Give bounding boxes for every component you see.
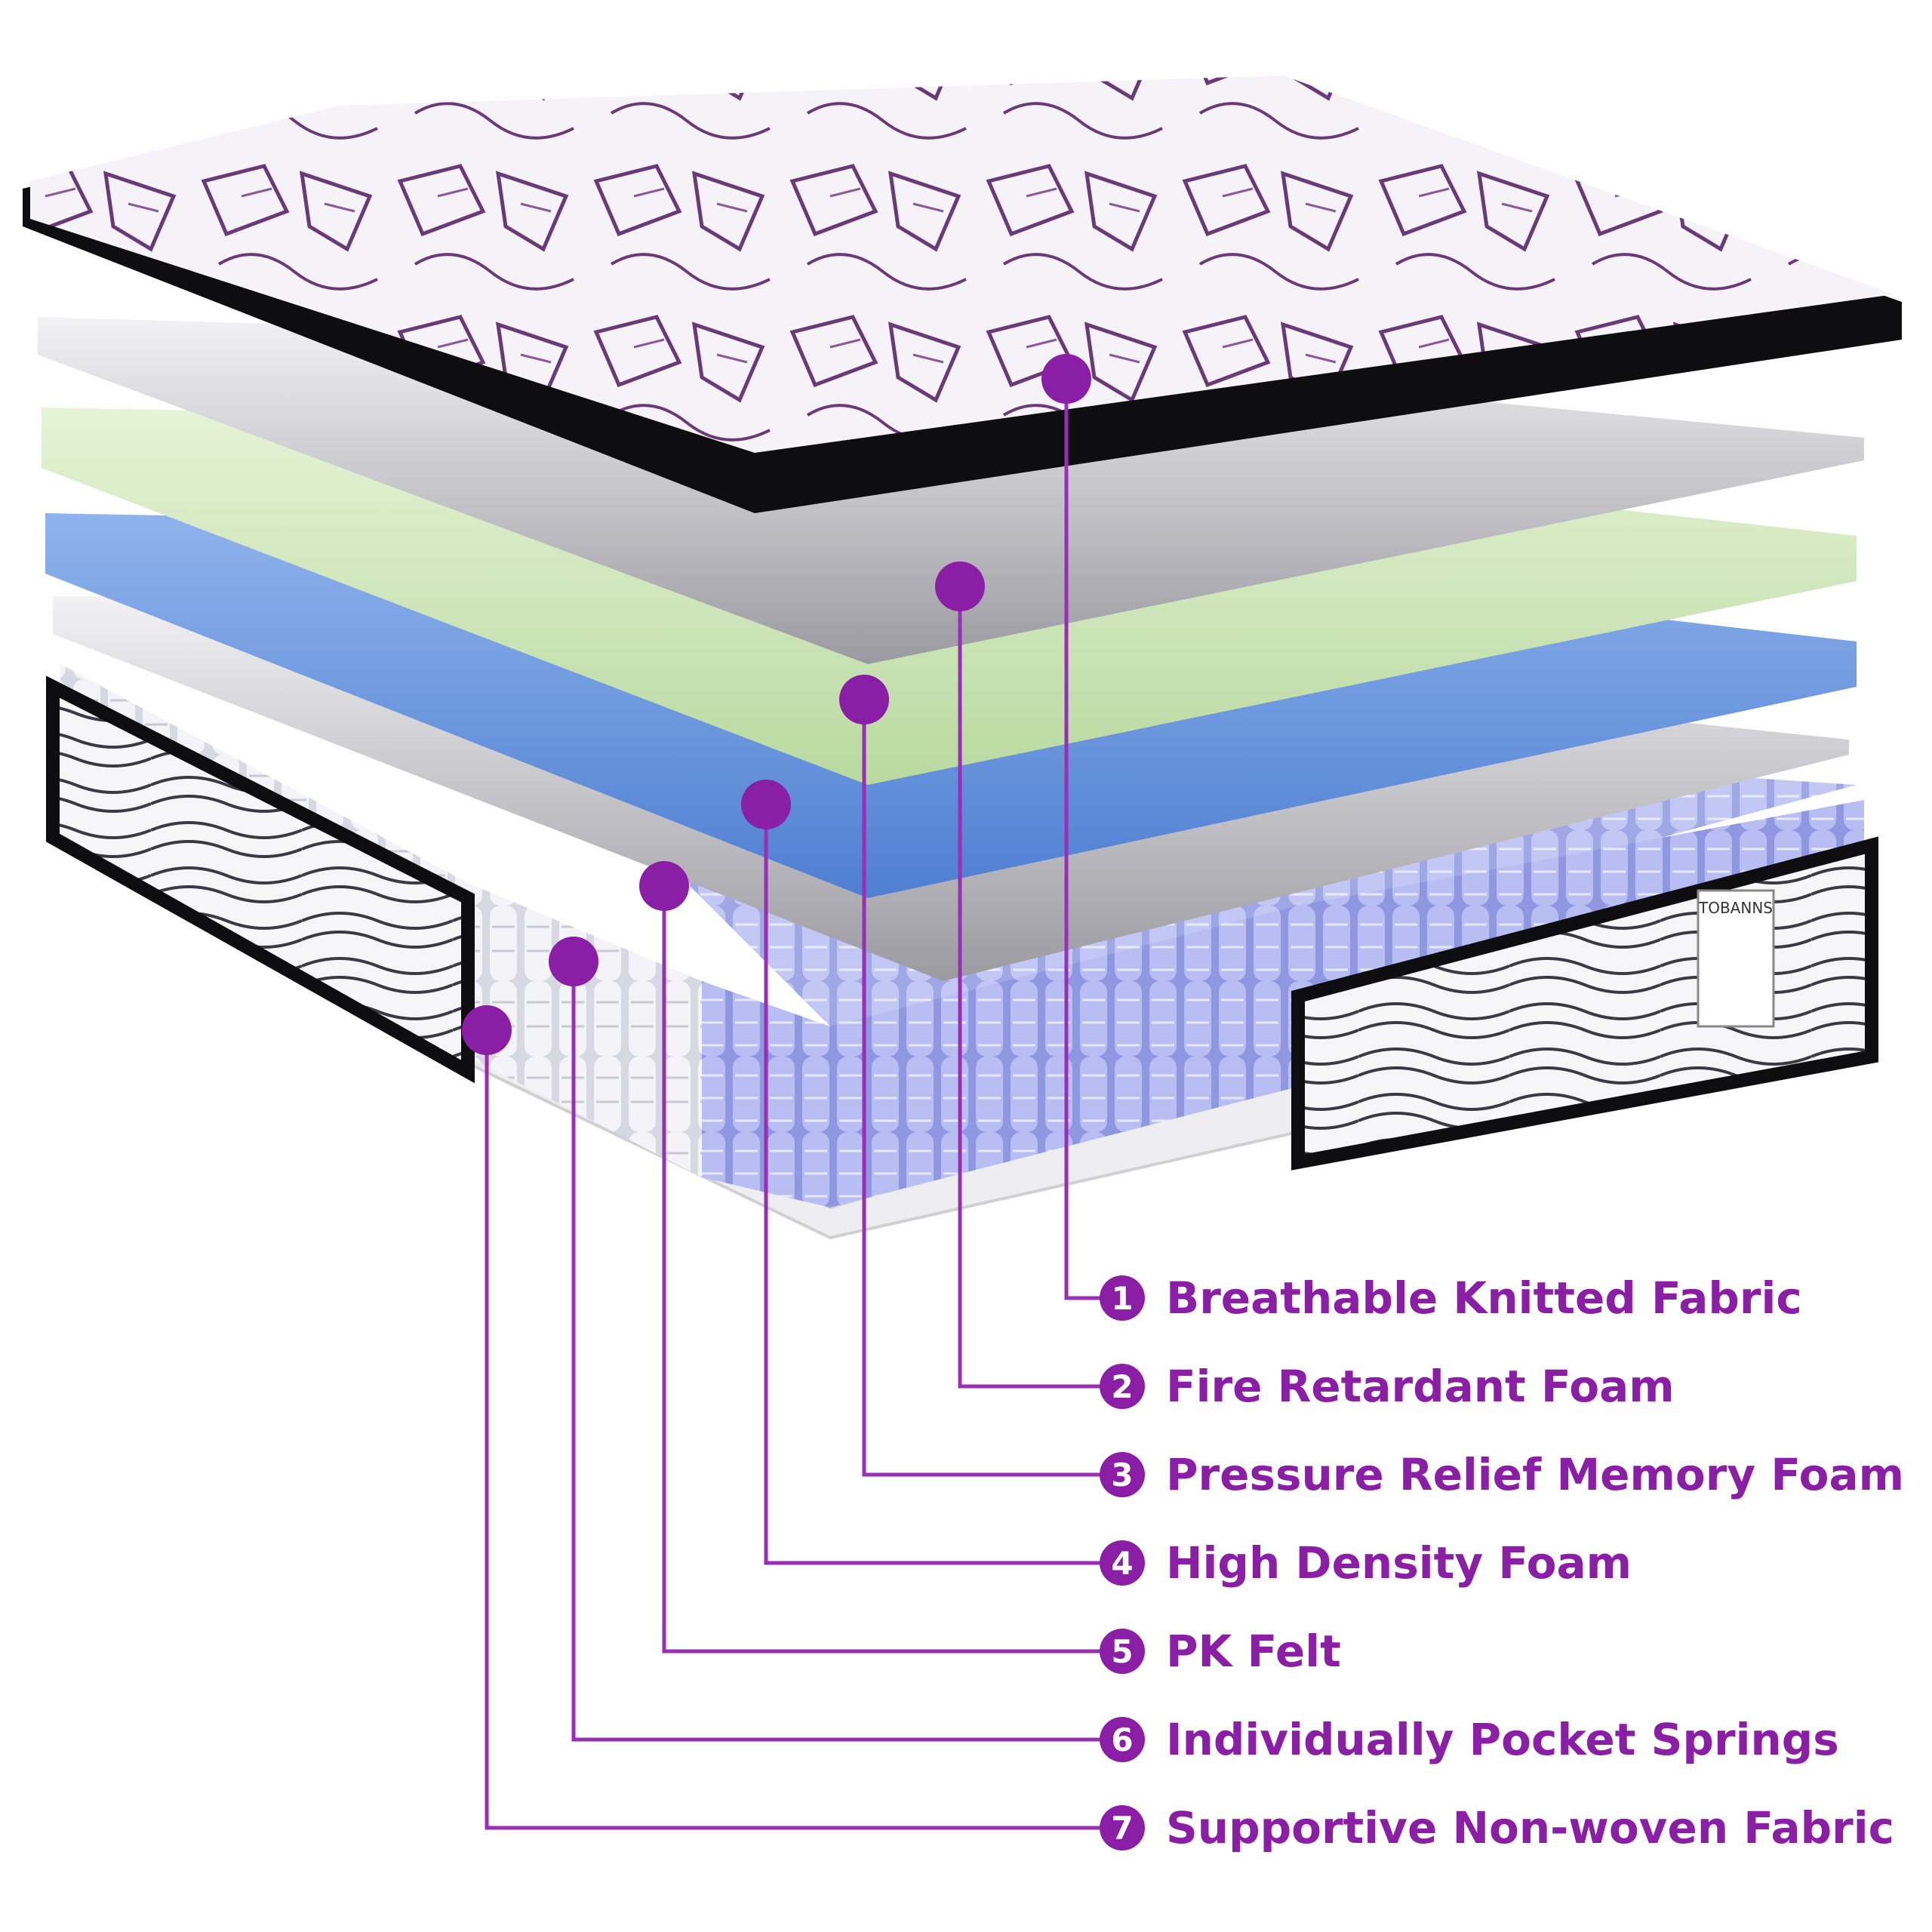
layer-badge-5 — [1100, 1629, 1145, 1674]
springs-blue — [702, 800, 1864, 1208]
brand-label — [1697, 889, 1775, 1028]
springs-white-front — [468, 883, 702, 1177]
layer-label-4: High Density Foam — [1166, 1537, 1632, 1589]
layer-legend: 1 Breathable Knitted Fabric 2 Fire Retardan… — [1100, 1272, 1904, 1854]
layer-knitted-fabric — [23, 75, 1902, 513]
leader-line-7 — [485, 1030, 1122, 1830]
layer-marker-4 — [741, 780, 791, 829]
layer-label-2: Fire Retardant Foam — [1166, 1361, 1675, 1412]
brand-name: TOBANNS — [1698, 899, 1773, 917]
layer-number-4: 4 — [1111, 1545, 1133, 1582]
layer-number-5: 5 — [1111, 1633, 1133, 1670]
layer-number-6: 6 — [1111, 1721, 1133, 1758]
layer-badge-1 — [1100, 1275, 1145, 1321]
layer-marker-5 — [639, 861, 689, 911]
layer-label-1: Breathable Knitted Fabric — [1166, 1272, 1802, 1324]
side-panel-left — [46, 675, 475, 1084]
layer-number-3: 3 — [1111, 1457, 1133, 1494]
layer-number-7: 7 — [1111, 1810, 1133, 1847]
layer-label-6: Individually Pocket Springs — [1166, 1714, 1839, 1765]
layer-marker-3 — [839, 675, 889, 724]
layer-number-2: 2 — [1111, 1368, 1133, 1405]
leader-line-5 — [662, 886, 1122, 1654]
leader-line-4 — [764, 804, 1122, 1565]
layer-badge-2 — [1100, 1364, 1145, 1409]
layer-badge-4 — [1100, 1540, 1145, 1586]
layer-badge-3 — [1100, 1452, 1145, 1497]
layer-label-7: Supportive Non-woven Fabric — [1166, 1802, 1894, 1854]
layer-marker-6 — [549, 937, 598, 986]
layer-badge-7 — [1100, 1805, 1145, 1850]
leader-line-3 — [862, 700, 1122, 1477]
leader-line-2 — [958, 586, 1122, 1389]
layer-marker-7 — [462, 1005, 512, 1055]
leader-lines — [485, 379, 1122, 1830]
layer-marker-2 — [935, 561, 985, 611]
layer-label-3: Pressure Relief Memory Foam — [1166, 1449, 1904, 1500]
layer-marker-1 — [1041, 354, 1091, 404]
layer-markers — [462, 354, 1091, 1055]
layer-number-1: 1 — [1111, 1280, 1133, 1317]
layer-badge-6 — [1100, 1717, 1145, 1762]
leader-line-6 — [571, 961, 1122, 1742]
layer-label-5: PK Felt — [1166, 1626, 1341, 1677]
